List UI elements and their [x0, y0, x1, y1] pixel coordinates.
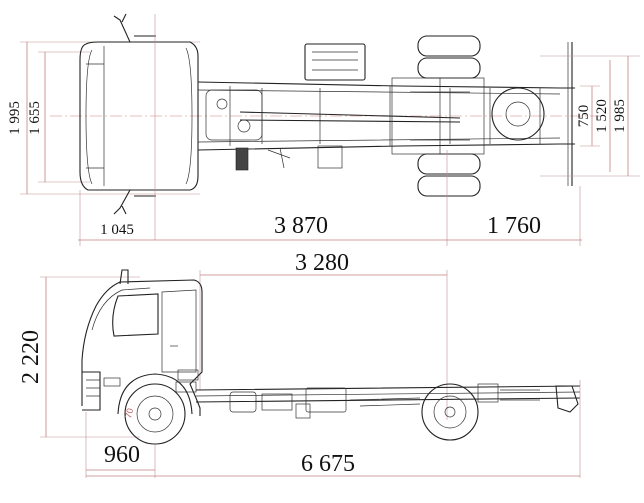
- cab-top-outline: [79, 41, 199, 191]
- dim-wheelbase: 3 870: [274, 213, 328, 239]
- frame-rail-lower: [197, 143, 575, 151]
- dim-width-overall: 1 995: [7, 101, 23, 135]
- cab-window: [112, 293, 159, 337]
- dim-rear-track: 1 520: [594, 99, 610, 133]
- frame-rail-upper: [197, 81, 575, 89]
- frame-rail-side: [195, 385, 581, 403]
- rear-wheel: [421, 383, 479, 441]
- dim-width-frame: 1 655: [27, 101, 43, 135]
- battery-box: [304, 43, 366, 81]
- mirror-right-icon: [113, 189, 131, 215]
- dim-cab-to-end: 3 280: [295, 250, 349, 276]
- cab-side-outline: [81, 279, 203, 416]
- dim-front-axle: 960: [104, 442, 140, 468]
- dim-height: 2 220: [18, 330, 44, 384]
- dim-rear-overhang: 1 760: [487, 213, 541, 239]
- dim-rear-width: 1 985: [612, 99, 628, 133]
- wheel-marker: 70: [123, 407, 135, 419]
- dim-overall-length: 6 675: [301, 451, 355, 477]
- rear-wheels-top: [391, 35, 545, 197]
- top-view: 1 995 1 655: [7, 13, 640, 246]
- dim-front-overhang: 1 045: [100, 222, 134, 238]
- dim-frame-inner: 750: [576, 105, 592, 128]
- side-mirror-icon: [119, 269, 129, 285]
- side-view: 3 280 2 220 70: [18, 250, 581, 478]
- mirror-left-icon: [113, 13, 131, 43]
